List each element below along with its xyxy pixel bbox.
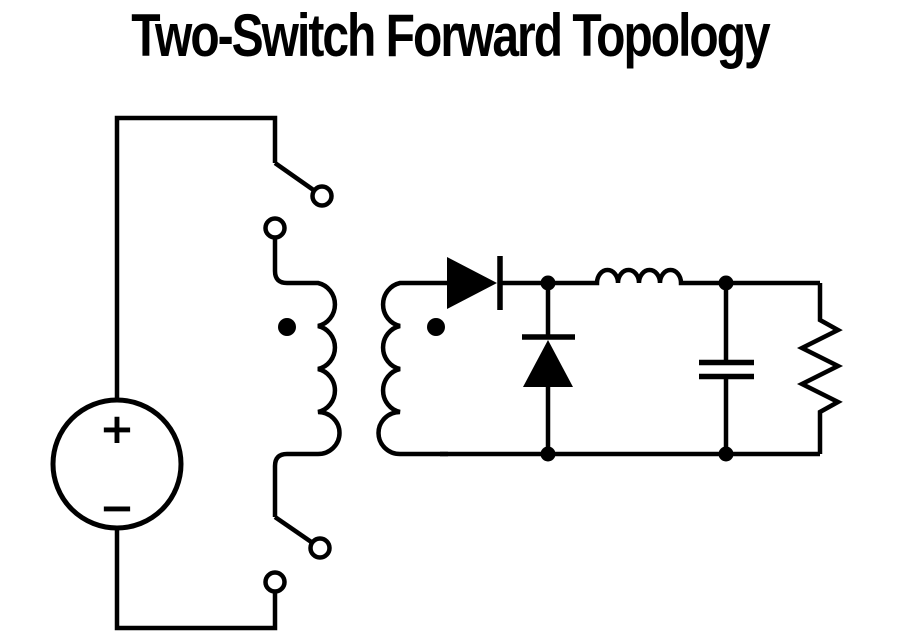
high-side-switch-contact-fixed — [263, 216, 287, 240]
source-plus-label: + — [99, 404, 134, 453]
high-side-switch — [263, 161, 334, 240]
output-wiring-top — [500, 267, 820, 286]
forward-diode — [447, 256, 503, 310]
high-side-switch-contact-open — [310, 184, 334, 208]
transformer — [272, 237, 448, 517]
voltage-source-circle — [50, 397, 184, 531]
low-side-switch-contact-fixed — [263, 570, 287, 594]
low-side-switch-contact-open — [308, 536, 332, 560]
freewheeling-diode — [522, 283, 575, 454]
input-bottom-wire — [114, 528, 278, 631]
output-capacitor — [699, 283, 754, 454]
output-top-rail-and-inductor — [500, 267, 820, 286]
input-wiring — [114, 115, 278, 631]
junction-dots — [540, 275, 734, 462]
junction-dot — [540, 275, 556, 291]
diagram-title: Two-Switch Forward Topology — [131, 2, 771, 69]
transformer-primary-winding — [272, 237, 342, 517]
input-top-wire — [114, 115, 278, 400]
primary-polarity-dot — [278, 318, 296, 336]
source-minus-label: − — [99, 483, 134, 532]
junction-dot — [718, 446, 734, 462]
transformer-secondary-winding — [376, 280, 448, 457]
forward-diode-triangle — [447, 257, 497, 309]
load-resistor-zigzag — [796, 283, 844, 454]
input-voltage-source: + − — [50, 397, 184, 532]
load-resistor — [796, 283, 844, 454]
freewheeling-diode-triangle — [523, 340, 573, 387]
junction-dot — [718, 275, 734, 291]
secondary-polarity-dot — [427, 318, 445, 336]
low-side-switch — [263, 515, 332, 594]
junction-dot — [540, 446, 556, 462]
